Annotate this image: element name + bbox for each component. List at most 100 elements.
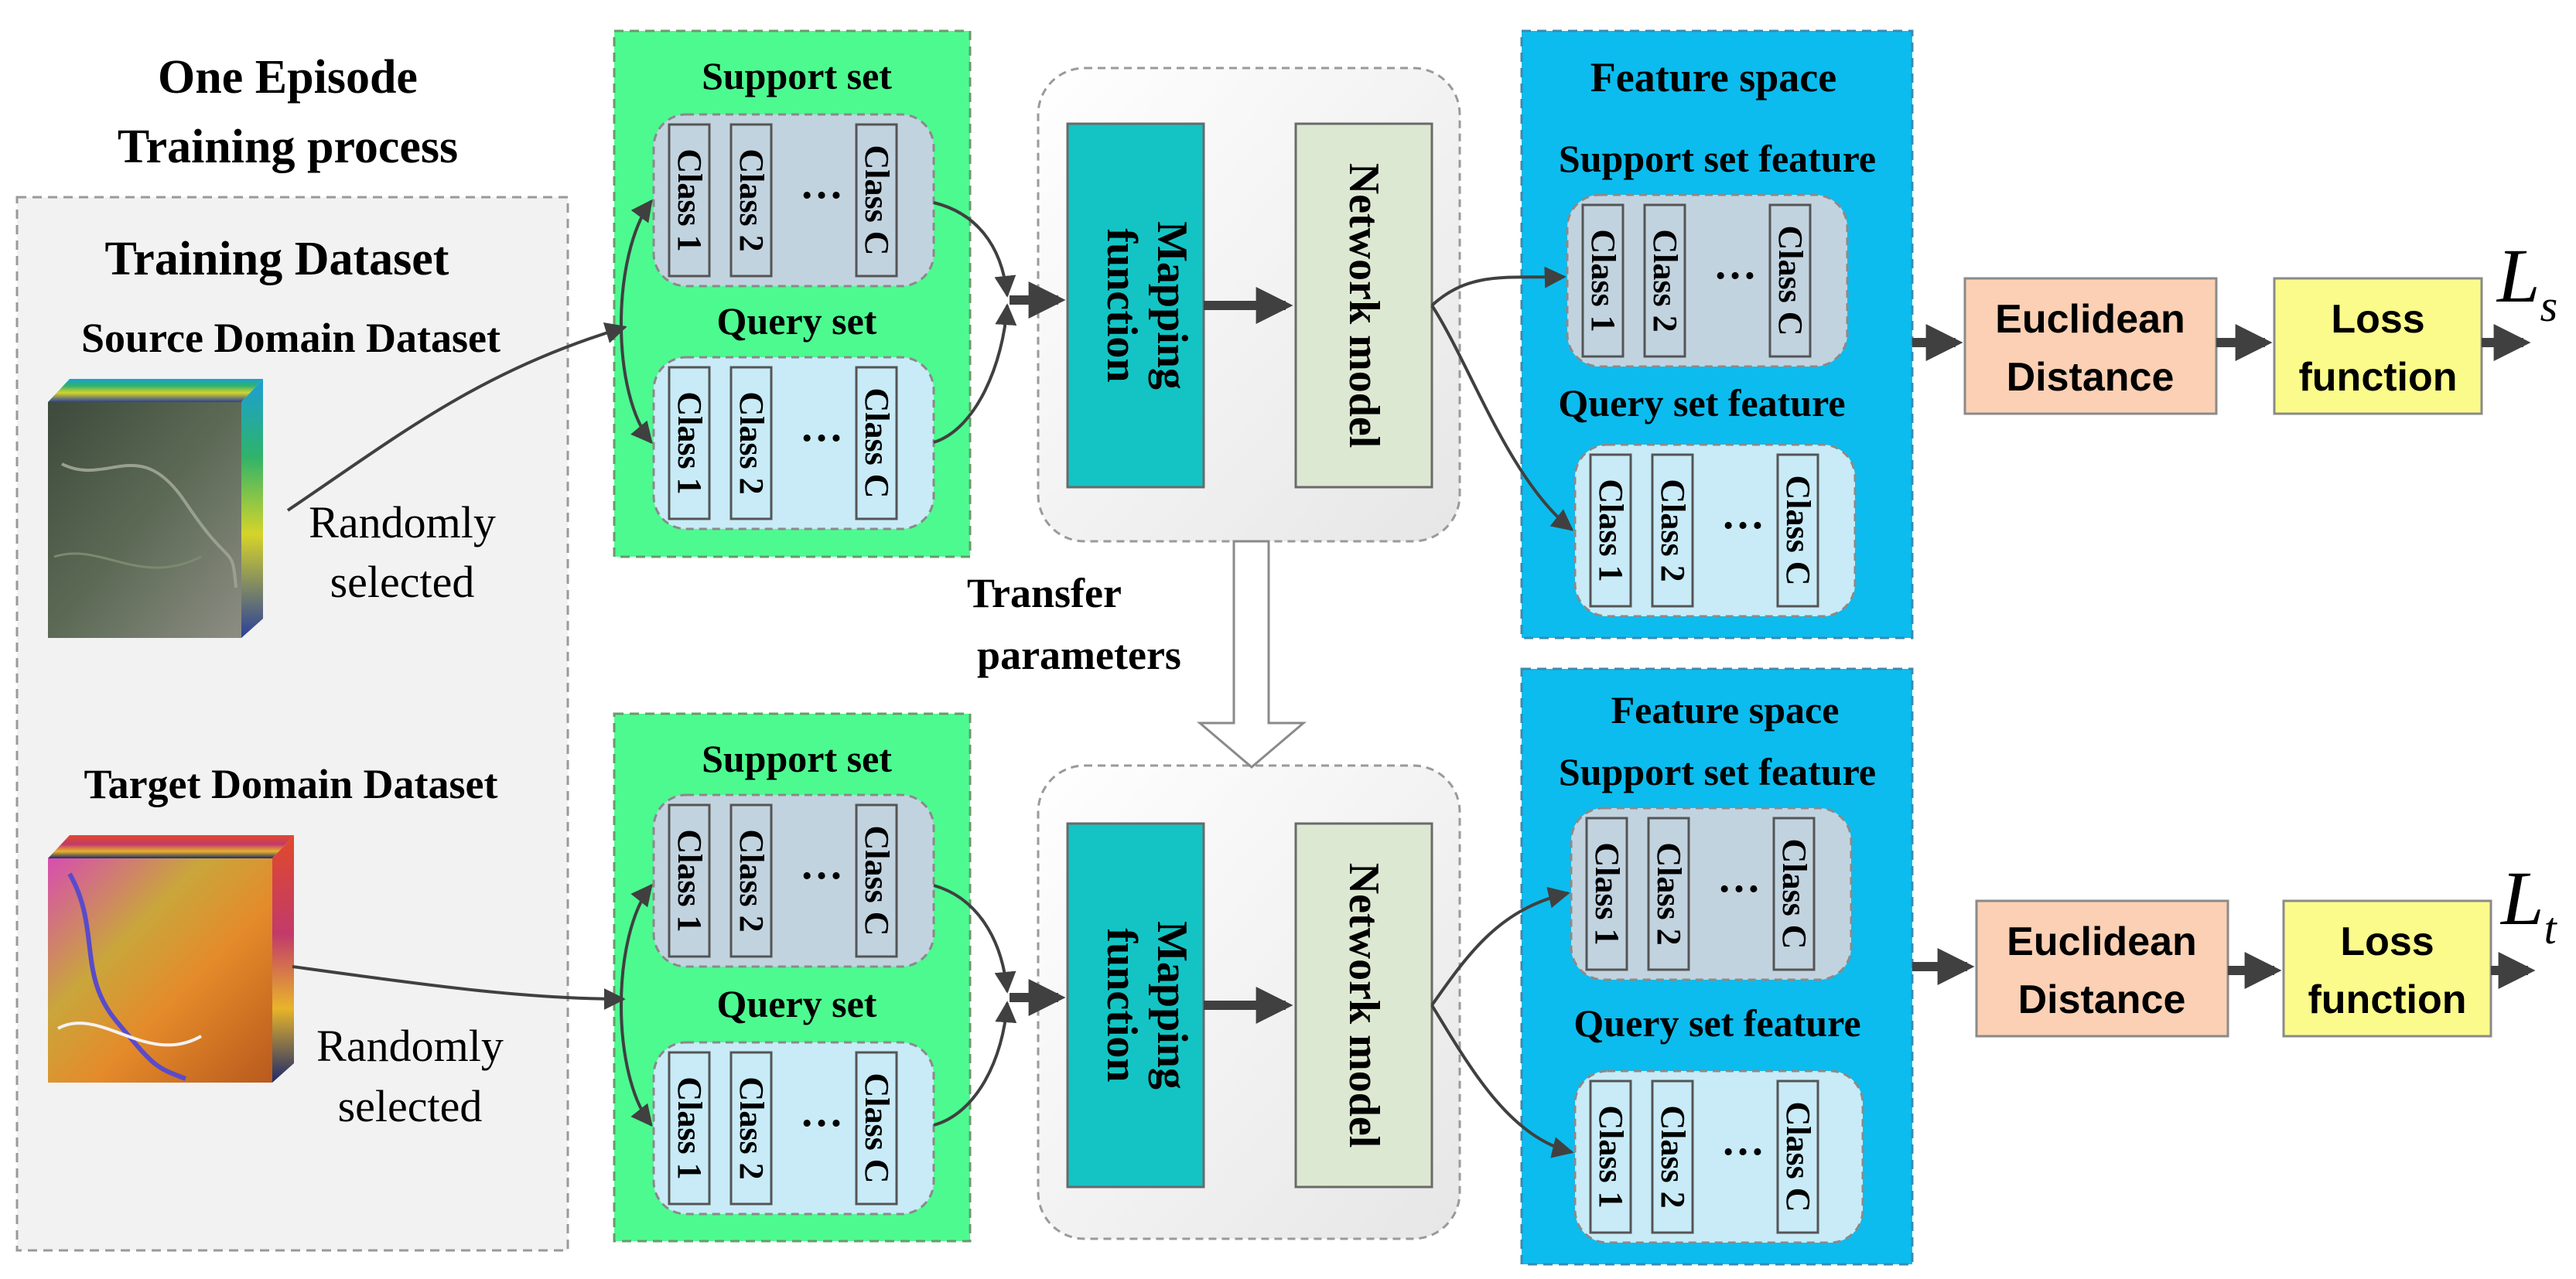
- top-support-feature-class-2-card: Class 2: [1643, 203, 1686, 358]
- target-loss-subscript: t: [2544, 903, 2558, 953]
- randomly-label-bottom: Randomly: [316, 1021, 504, 1071]
- target-loss-letter: L: [2499, 855, 2544, 941]
- source-loss-symbol: Ls: [2496, 233, 2557, 331]
- top-support-box: [652, 113, 935, 288]
- top-support-ellipsis: …: [800, 160, 843, 208]
- top-support-class-1-label: Class 1: [671, 148, 709, 251]
- top-query-set-label: Query set: [717, 299, 877, 343]
- bottom-loss-line-1: Loss: [2340, 919, 2434, 964]
- bottom-query-class-c-label: Class C: [858, 1073, 896, 1183]
- bottom-feature-space-panel: Feature space Support set feature Query …: [1520, 667, 1914, 1266]
- target-to-sets-arrow: [292, 965, 626, 1010]
- bottom-euclidean-line-2: Distance: [2018, 977, 2186, 1022]
- top-query-feature-class-c-label: Class C: [1779, 475, 1817, 585]
- bottom-mapping-line-2: function: [1098, 928, 1146, 1082]
- top-network-model: [1294, 122, 1433, 489]
- bottom-query-class-1-label: Class 1: [671, 1076, 709, 1179]
- bottom-network-to-query-feature: [1430, 1004, 1574, 1158]
- top-support-feature-ellipsis: …: [1713, 240, 1757, 288]
- top-query-class-1-card: Class 1: [668, 366, 711, 520]
- bottom-query-to-merge: [933, 1001, 1017, 1127]
- bottom-loss-box: [2282, 899, 2492, 1038]
- target-domain-label: Target Domain Dataset: [84, 761, 498, 807]
- bottom-support-class-2-card: Class 2: [729, 803, 773, 958]
- top-support-feature-class-c-label: Class C: [1771, 225, 1809, 336]
- bottom-mapping-line-1: Mapping: [1148, 921, 1196, 1090]
- transfer-label-line-1: Transfer: [967, 570, 1122, 616]
- top-support-set-label: Support set: [702, 54, 892, 97]
- bottom-support-box: [652, 793, 935, 968]
- top-network-to-query-feature: [1430, 304, 1574, 531]
- top-query-feature-box: [1573, 443, 1857, 618]
- bottom-support-feature-class-c-card: Class C: [1772, 817, 1816, 971]
- bottom-query-class-1-card: Class 1: [668, 1051, 711, 1206]
- top-loss-line-1: Loss: [2331, 297, 2424, 342]
- top-support-feature-class-2-label: Class 2: [1646, 229, 1684, 332]
- target-loss-symbol: Lt: [2499, 855, 2558, 953]
- top-network-to-support-feature: [1430, 266, 1566, 307]
- top-mapping-function: [1066, 122, 1205, 489]
- transfer-parameters-arrow: [1196, 540, 1307, 769]
- source-hyperspectral-image: [48, 379, 263, 638]
- top-support-class-c-card: Class C: [855, 123, 898, 278]
- source-loss-letter: L: [2496, 233, 2540, 319]
- source-loss-subscript: s: [2540, 281, 2558, 331]
- bottom-support-set-label: Support set: [702, 737, 892, 780]
- bottom-query-feature-class-2-card: Class 2: [1651, 1079, 1694, 1234]
- top-query-feature-label: Query set feature: [1558, 381, 1845, 425]
- bottom-query-feature-class-1-label: Class 1: [1592, 1105, 1630, 1208]
- bottom-support-class-1-label: Class 1: [671, 829, 709, 932]
- bottom-query-feature-class-1-card: Class 1: [1589, 1079, 1632, 1234]
- top-query-ellipsis: …: [800, 403, 843, 451]
- top-query-class-2-card: Class 2: [729, 366, 773, 520]
- bottom-query-class-c-card: Class C: [855, 1051, 898, 1206]
- bottom-euclidean-line-1: Euclidean: [2007, 919, 2197, 964]
- bottom-euclidean-box: [1975, 899, 2229, 1038]
- top-support-feature-class-1-card: Class 1: [1581, 203, 1625, 358]
- bottom-query-feature-ellipsis: …: [1721, 1117, 1765, 1165]
- bottom-support-feature-label: Support set feature: [1559, 750, 1876, 793]
- top-query-feature-class-1-label: Class 1: [1592, 479, 1630, 582]
- bottom-loss-line-2: function: [2308, 977, 2466, 1022]
- bottom-query-box: [652, 1041, 935, 1216]
- top-loss-line-2: function: [2298, 355, 2457, 400]
- top-support-class-1-card: Class 1: [668, 123, 711, 278]
- bottom-query-feature-class-c-label: Class C: [1779, 1101, 1817, 1212]
- bottom-support-class-1-card: Class 1: [668, 803, 711, 958]
- bottom-query-ellipsis: …: [800, 1088, 843, 1136]
- top-query-feature-class-c-card: Class C: [1776, 453, 1819, 608]
- top-network-label: Network model: [1340, 163, 1388, 449]
- top-query-class-1-label: Class 1: [671, 391, 709, 494]
- top-support-class-2-card: Class 2: [729, 123, 773, 278]
- top-support-feature-box: [1566, 193, 1849, 368]
- top-query-feature-ellipsis: …: [1721, 490, 1765, 538]
- bottom-network-label: Network model: [1340, 863, 1388, 1148]
- top-support-feature-class-1-label: Class 1: [1584, 229, 1622, 332]
- bottom-brace-arc: [620, 883, 653, 1127]
- top-support-class-2-label: Class 2: [733, 148, 770, 251]
- bottom-query-class-2-label: Class 2: [733, 1076, 770, 1179]
- bottom-support-class-2-label: Class 2: [733, 829, 770, 932]
- bottom-set-panel: Support set Query set: [613, 712, 972, 1243]
- top-euclidean-line-1: Euclidean: [1995, 297, 2185, 342]
- top-feature-space-label: Feature space: [1590, 54, 1836, 101]
- bottom-support-class-c-card: Class C: [855, 803, 898, 958]
- bottom-support-feature-ellipsis: …: [1717, 854, 1761, 902]
- selected-label-top: selected: [330, 557, 475, 607]
- top-support-to-merge: [933, 201, 1016, 298]
- title-line-1: One Episode: [158, 51, 418, 104]
- bottom-query-feature-class-2-label: Class 2: [1654, 1105, 1692, 1208]
- bottom-query-feature-class-c-card: Class C: [1776, 1079, 1819, 1234]
- top-euclidean-box: [1963, 277, 2218, 415]
- bottom-feature-space-label: Feature space: [1611, 688, 1840, 732]
- target-hyperspectral-image: [48, 835, 294, 1083]
- bottom-support-feature-class-1-card: Class 1: [1585, 817, 1628, 971]
- bottom-support-feature-class-2-label: Class 2: [1650, 842, 1688, 945]
- top-support-feature-label: Support set feature: [1559, 137, 1876, 180]
- top-brace-arc: [620, 199, 653, 445]
- top-set-panel: Support set Query set: [613, 29, 972, 558]
- top-query-feature-class-2-card: Class 2: [1651, 453, 1694, 608]
- top-feature-space-panel: Feature space Support set feature Query …: [1520, 29, 1914, 640]
